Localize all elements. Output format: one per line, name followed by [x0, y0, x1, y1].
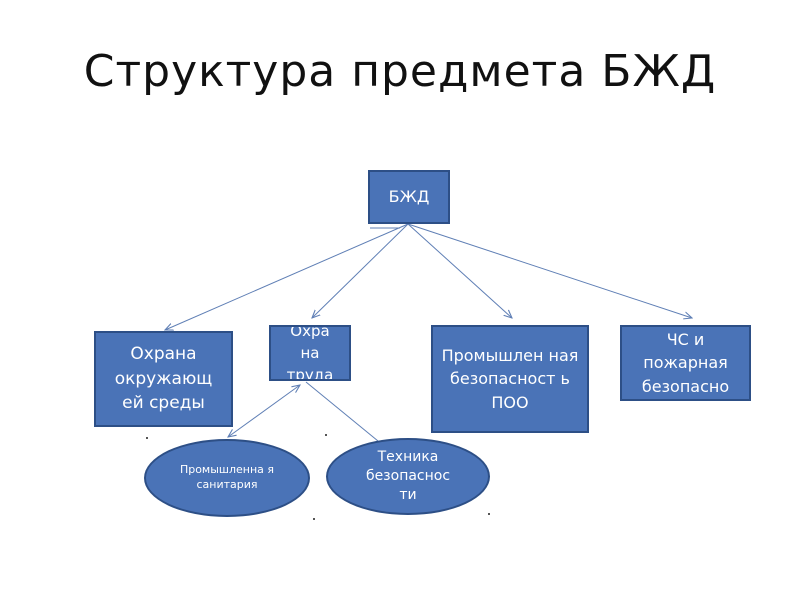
node-labor-label: Охра на труда — [286, 325, 334, 381]
connector-bzhd-labor — [312, 223, 409, 318]
node-env: Охрана окружающ ей среды — [94, 331, 233, 427]
decor-dot — [313, 518, 315, 520]
node-bzhd-label: БЖД — [388, 187, 430, 207]
node-sanitation-label: Промышленна я санитария — [179, 463, 275, 491]
node-sanitation: Промышленна я санитария — [144, 439, 310, 517]
decor-dot — [488, 513, 490, 515]
decor-dot — [325, 434, 327, 436]
connector-bzhd-env — [165, 223, 409, 330]
connector-bzhd-industrial — [407, 223, 512, 318]
node-bzhd: БЖД — [368, 170, 450, 224]
page-title: Структура предмета БЖД — [83, 46, 717, 97]
decor-dot — [146, 437, 148, 439]
connector-labor-sanitation — [228, 385, 300, 437]
node-technique-label: Техника безопаснос ти — [365, 449, 451, 503]
node-technique: Техника безопаснос ти — [326, 438, 490, 515]
node-labor: Охра на труда — [269, 325, 351, 381]
connector-labor-technique — [305, 381, 379, 442]
connector-bzhd-emergency — [407, 223, 692, 318]
node-industrial: Промышлен ная безопасност ь ПОО — [431, 325, 589, 433]
node-env-label: Охрана окружающ ей среды — [114, 344, 213, 414]
node-industrial-label: Промышлен ная безопасност ь ПОО — [441, 346, 579, 412]
node-emergency: ЧС и пожарная безопасно — [620, 325, 751, 401]
node-emergency-label: ЧС и пожарная безопасно — [641, 330, 730, 396]
